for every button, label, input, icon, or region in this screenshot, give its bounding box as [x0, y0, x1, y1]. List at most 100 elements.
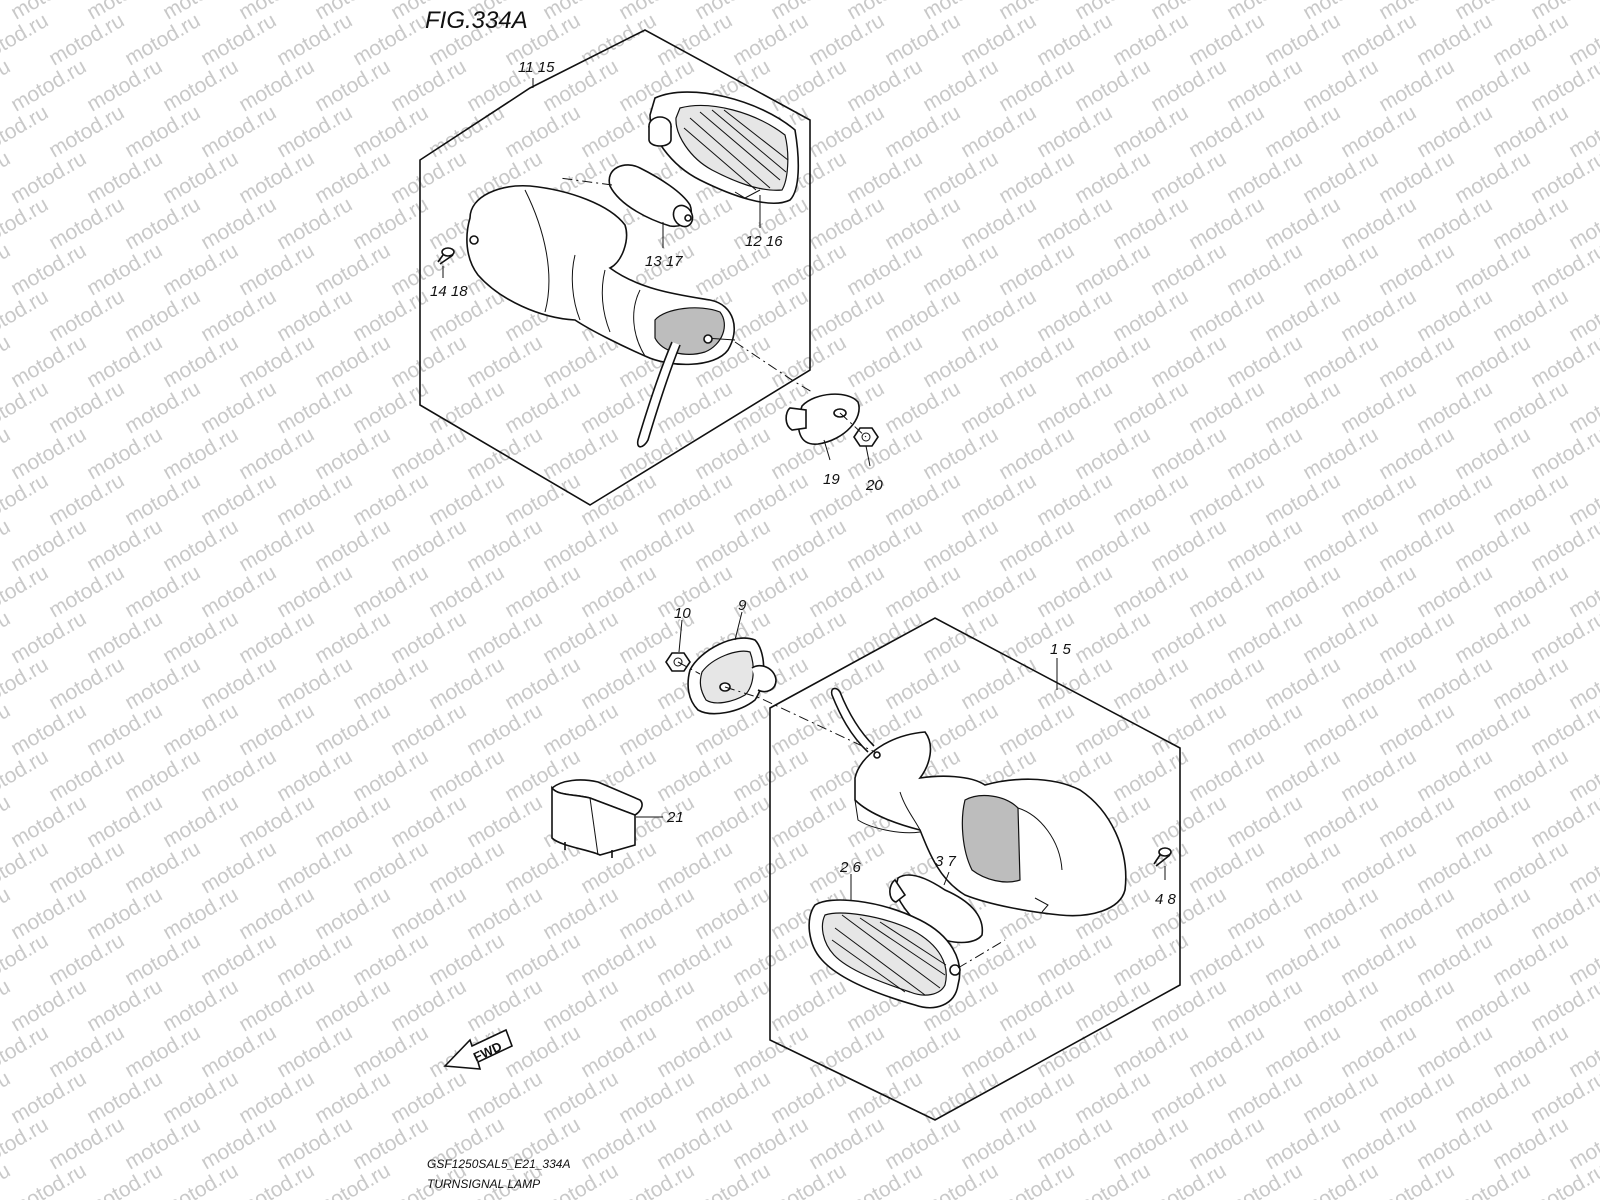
watermark-text: motod.ru — [1489, 745, 1572, 806]
watermark-text: motod.ru — [1147, 699, 1230, 760]
watermark-text: motod.ru — [1071, 1159, 1154, 1200]
watermark-text: motod.ru — [881, 561, 964, 622]
watermark-text: motod.ru — [1375, 607, 1458, 668]
watermark-text: motod.ru — [463, 791, 546, 852]
watermark-text: motod.ru — [121, 1113, 204, 1174]
watermark-text: motod.ru — [1375, 239, 1458, 300]
callout-4-8: 4 8 — [1155, 891, 1177, 908]
watermark-text: motod.ru — [691, 1067, 774, 1128]
watermark-text: motod.ru — [1299, 423, 1382, 484]
watermark-text: motod.ru — [805, 193, 888, 254]
watermark-text: motod.ru — [83, 515, 166, 576]
watermark-text: motod.ru — [387, 975, 470, 1036]
watermark-text: motod.ru — [1337, 745, 1420, 806]
watermark-text: motod.ru — [615, 1159, 698, 1200]
watermark-text: motod.ru — [805, 561, 888, 622]
watermark-text: motod.ru — [843, 515, 926, 576]
watermark-text: motod.ru — [121, 193, 204, 254]
lower-housing-part — [830, 687, 1127, 917]
watermark-text: motod.ru — [1147, 331, 1230, 392]
watermark-text: motod.ru — [1033, 469, 1116, 530]
watermark-text: motod.ru — [957, 101, 1040, 162]
watermark-text: motod.ru — [1451, 975, 1534, 1036]
watermark-text: motod.ru — [1299, 699, 1382, 760]
relay-part — [550, 779, 643, 858]
watermark-text: motod.ru — [881, 377, 964, 438]
watermark-text: motod.ru — [1451, 791, 1534, 852]
watermark-text: motod.ru — [387, 699, 470, 760]
watermark-text: motod.ru — [957, 9, 1040, 70]
watermark-text: motod.ru — [0, 101, 52, 162]
watermark-text: motod.ru — [1337, 1021, 1420, 1082]
callout-3-7: 3 7 — [935, 853, 957, 870]
watermark-text: motod.ru — [7, 975, 90, 1036]
callout-2-6: 2 6 — [839, 859, 862, 876]
watermark-text: motod.ru — [1185, 837, 1268, 898]
watermark-text: motod.ru — [387, 55, 470, 116]
watermark-text: motod.ru — [539, 423, 622, 484]
upper-bulb-part — [608, 164, 694, 228]
watermark-text: motod.ru — [577, 561, 660, 622]
watermark-text: motod.ru — [7, 1159, 90, 1200]
watermark-text: motod.ru — [1071, 331, 1154, 392]
watermark-text: motod.ru — [159, 331, 242, 392]
watermark-text: motod.ru — [1033, 1113, 1116, 1174]
watermark-text: motod.ru — [805, 1113, 888, 1174]
watermark-text: motod.ru — [1451, 1159, 1534, 1200]
callout-13-17: 13 17 — [645, 253, 683, 270]
watermark-text: motod.ru — [83, 699, 166, 760]
watermark-text: motod.ru — [1337, 469, 1420, 530]
watermark-text: motod.ru — [1033, 929, 1116, 990]
watermark-text: motod.ru — [1223, 1067, 1306, 1128]
watermark-text: motod.ru — [767, 791, 850, 852]
watermark-text: motod.ru — [653, 561, 736, 622]
watermark-text: motod.ru — [1185, 1113, 1268, 1174]
watermark-text: motod.ru — [349, 929, 432, 990]
watermark-text: motod.ru — [425, 929, 508, 990]
watermark-text: motod.ru — [1147, 239, 1230, 300]
callout-11-15: 11 15 — [518, 59, 555, 76]
watermark-text: motod.ru — [881, 469, 964, 530]
watermark-text: motod.ru — [1223, 55, 1306, 116]
watermark-text: motod.ru — [83, 1067, 166, 1128]
watermark-text: motod.ru — [425, 561, 508, 622]
watermark-text: motod.ru — [159, 975, 242, 1036]
watermark-text: motod.ru — [995, 699, 1078, 760]
watermark-text: motod.ru — [1261, 837, 1344, 898]
watermark-text: motod.ru — [7, 239, 90, 300]
watermark-text: motod.ru — [615, 975, 698, 1036]
watermark-text: motod.ru — [881, 285, 964, 346]
watermark-text: motod.ru — [1261, 653, 1344, 714]
watermark-text: motod.ru — [121, 929, 204, 990]
watermark-text: motod.ru — [159, 607, 242, 668]
watermark-text: motod.ru — [235, 55, 318, 116]
watermark-text: motod.ru — [311, 1067, 394, 1128]
watermark-text: motod.ru — [1185, 285, 1268, 346]
watermark-text: motod.ru — [805, 101, 888, 162]
watermark-text: motod.ru — [311, 791, 394, 852]
watermark-text: motod.ru — [767, 1067, 850, 1128]
watermark-text: motod.ru — [121, 469, 204, 530]
watermark-text: motod.ru — [121, 561, 204, 622]
watermark-text: motod.ru — [197, 929, 280, 990]
watermark-text: motod.ru — [1109, 285, 1192, 346]
watermark-text: motod.ru — [235, 1067, 318, 1128]
watermark-text: motod.ru — [1451, 331, 1534, 392]
watermark-text: motod.ru — [995, 147, 1078, 208]
watermark-text: motod.ru — [45, 561, 128, 622]
lower-gasket-part — [687, 637, 777, 715]
upper-gasket-part — [785, 393, 860, 445]
watermark-text: motod.ru — [1147, 975, 1230, 1036]
watermark-text: motod.ru — [615, 1067, 698, 1128]
watermark-text: motod.ru — [197, 101, 280, 162]
watermark-text: motod.ru — [1413, 377, 1496, 438]
watermark-text: motod.ru — [501, 377, 584, 438]
watermark-text: motod.ru — [539, 975, 622, 1036]
watermark-text: motod.ru — [159, 239, 242, 300]
watermark-text: motod.ru — [1451, 699, 1534, 760]
watermark-text: motod.ru — [919, 147, 1002, 208]
watermark-text: motod.ru — [1223, 975, 1306, 1036]
upper-assembly-box — [419, 29, 811, 506]
watermark-text: motod.ru — [159, 883, 242, 944]
watermark-text: motod.ru — [387, 791, 470, 852]
